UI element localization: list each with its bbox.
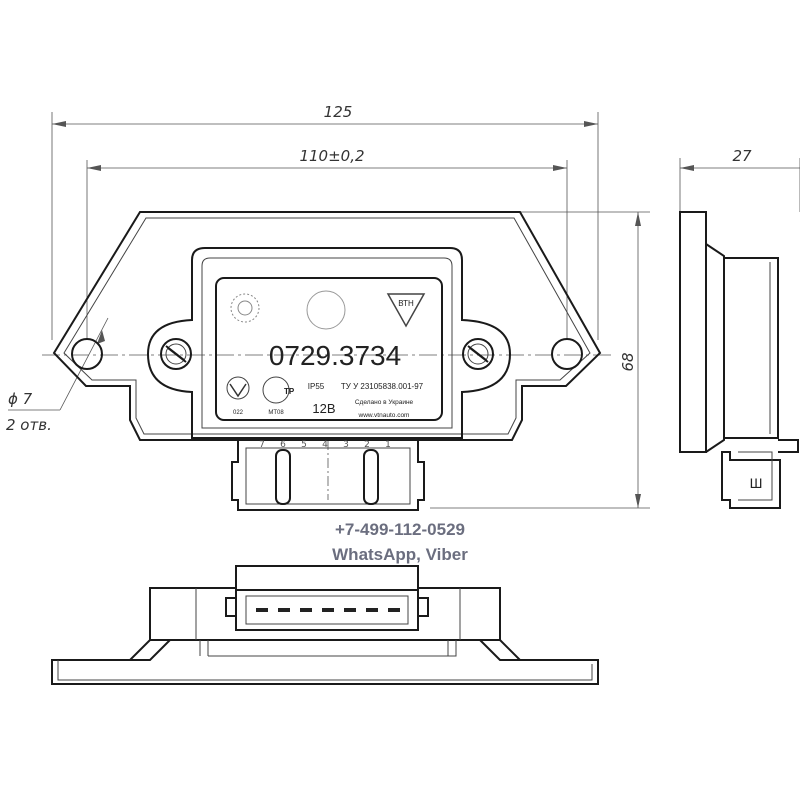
pin-slot: [278, 608, 290, 612]
screw-left: [160, 338, 192, 370]
blank-circle-icon: [306, 290, 346, 330]
front-view: ВТН 0729.3734 022 ТР МТ08 IP55 ТУ У 2310…: [42, 211, 612, 511]
bottom-body: [149, 565, 501, 641]
bottom-view: [51, 565, 599, 685]
contact-phone: +7-499-112-0529: [335, 520, 465, 539]
part-number: 0729.3734: [269, 340, 401, 371]
mounting-hole-left: [71, 338, 103, 370]
height-label: 68: [619, 352, 637, 371]
pin-number: 3: [343, 440, 349, 450]
side-connector: [721, 451, 781, 509]
pin-number: 6: [280, 440, 286, 450]
pin-slot: [322, 608, 334, 612]
website: www.vtnauto.com: [358, 412, 410, 419]
svg-text:ВТН: ВТН: [398, 299, 414, 308]
pin-slot: [366, 608, 378, 612]
side-connector-mark: Ш: [750, 475, 763, 491]
cert-mark-icon: [226, 376, 250, 400]
pin-slot: [256, 608, 268, 612]
svg-text:ТР: ТР: [284, 387, 295, 396]
contact-messengers: WhatsApp, Viber: [332, 545, 468, 564]
label-plate: [215, 277, 443, 421]
bottom-base-plate: [51, 639, 599, 685]
dim-height: 68: [430, 211, 650, 509]
spec-number: ТУ У 23105838.001-97: [341, 382, 424, 391]
hole-spacing-label: 110±0,2: [299, 147, 364, 165]
pin-number: 7: [259, 440, 265, 450]
connector-front: 7 6 5 4 3 2 1: [231, 439, 425, 511]
module-body: [146, 247, 512, 439]
pin-number: 4: [322, 440, 328, 450]
pin-number: 1: [385, 440, 391, 450]
ip-rating: IP55: [308, 382, 325, 391]
pin-number: 2: [364, 440, 370, 450]
pin-number: 5: [301, 440, 307, 450]
cert-code-2: МТ08: [268, 410, 284, 416]
overall-width-label: 125: [324, 103, 353, 121]
made-in: Сделано в Украине: [355, 399, 414, 406]
tr-mark-icon: ТР: [262, 376, 295, 404]
screw-right: [462, 338, 494, 370]
dim-depth: 27: [679, 147, 800, 212]
side-flange: [679, 211, 707, 453]
cert-code-1: 022: [233, 410, 244, 416]
sun-icon: [230, 293, 260, 323]
voltage: 12В: [312, 401, 335, 416]
dim-hole-spacing: 110±0,2: [86, 147, 568, 340]
depth-label: 27: [732, 147, 752, 165]
mounting-hole-right: [551, 338, 583, 370]
hole-count-label: 2 отв.: [6, 416, 52, 434]
dim-overall-width: 125: [51, 103, 599, 340]
vtn-logo-icon: ВТН: [386, 293, 426, 328]
mounting-flange: [52, 211, 602, 441]
pin-slot: [344, 608, 356, 612]
dim-hole-diameter: ϕ 7 2 отв.: [6, 317, 109, 434]
side-view: Ш: [679, 211, 799, 509]
hole-diameter-label: ϕ 7: [8, 390, 33, 408]
pin-slot: [388, 608, 400, 612]
pin-slot: [300, 608, 312, 612]
side-body: [723, 257, 779, 439]
